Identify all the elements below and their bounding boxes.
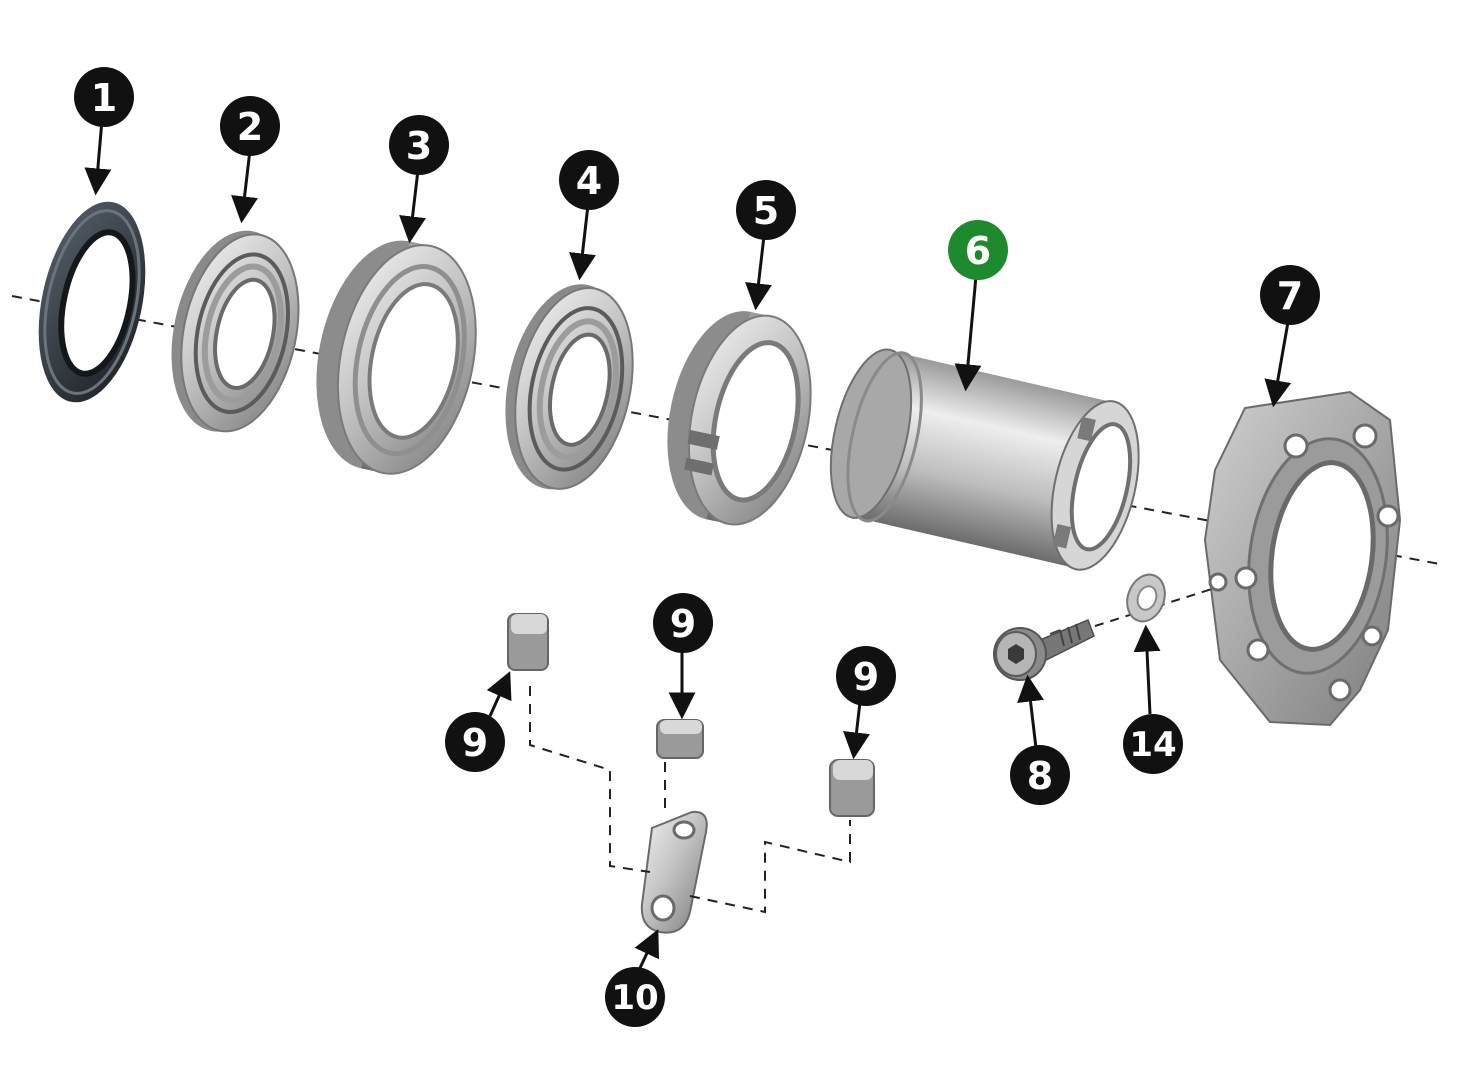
callout-7: 7 (1260, 265, 1320, 325)
part-4-bearing (505, 284, 634, 490)
callout-9-right-label: 9 (853, 655, 879, 699)
callout-8-circle (1010, 745, 1070, 805)
callout-9-left: 9 (445, 712, 505, 772)
part-14-washer (1126, 573, 1166, 623)
callout-10-circle (605, 967, 665, 1027)
callout-9-right: 9 (836, 646, 896, 706)
callout-9-center-label: 9 (670, 602, 696, 646)
callout-1-label: 1 (91, 76, 117, 120)
callout-3-circle (389, 115, 449, 175)
part-3-bearing-housing (316, 240, 477, 475)
callout-5: 5 (736, 180, 796, 240)
callout-arrows (84, 119, 1292, 969)
callout-14: 14 (1123, 714, 1183, 774)
callout-14-circle (1123, 714, 1183, 774)
callout-6-label: 6 (965, 229, 991, 273)
part-2-bearing (171, 230, 300, 433)
callout-3: 3 (389, 115, 449, 175)
callout-3-label: 3 (406, 124, 432, 168)
part-1-oil-seal (38, 201, 146, 403)
part-5-slotted-bushing (667, 311, 812, 526)
callout-2: 2 (220, 96, 280, 156)
callout-5-circle (736, 180, 796, 240)
part-10-lever (640, 810, 708, 934)
part-9-key-left (507, 613, 549, 671)
callout-7-label: 7 (1277, 274, 1303, 318)
callout-4-circle (559, 150, 619, 210)
callout-8: 8 (1010, 745, 1070, 805)
callout-14-label: 14 (1129, 725, 1176, 765)
callout-10: 10 (605, 967, 665, 1027)
callout-9-right-circle (836, 646, 896, 706)
callout-1: 1 (74, 67, 134, 127)
callout-2-label: 2 (237, 105, 263, 149)
part-7-flange-housing (1203, 390, 1402, 727)
callout-5-label: 5 (753, 189, 779, 233)
callout-4-label: 4 (576, 159, 602, 203)
callout-4: 4 (559, 150, 619, 210)
callout-9-center-circle (653, 593, 713, 653)
callout-10-label: 10 (611, 978, 658, 1018)
callout-6: 6 (948, 220, 1008, 280)
part-9-key-center (656, 719, 704, 759)
callout-6-circle (948, 220, 1008, 280)
callout-9-left-circle (445, 712, 505, 772)
part-8-cap-screw (993, 587, 1216, 681)
callout-2-circle (220, 96, 280, 156)
callout-7-circle (1260, 265, 1320, 325)
callout-1-circle (74, 67, 134, 127)
part-6-sleeve (829, 348, 1140, 571)
part-9-key-right (829, 759, 875, 817)
callout-9-center: 9 (653, 593, 713, 653)
key-assembly-path (529, 686, 851, 914)
callout-8-label: 8 (1027, 754, 1053, 798)
callout-9-left-label: 9 (462, 721, 488, 765)
